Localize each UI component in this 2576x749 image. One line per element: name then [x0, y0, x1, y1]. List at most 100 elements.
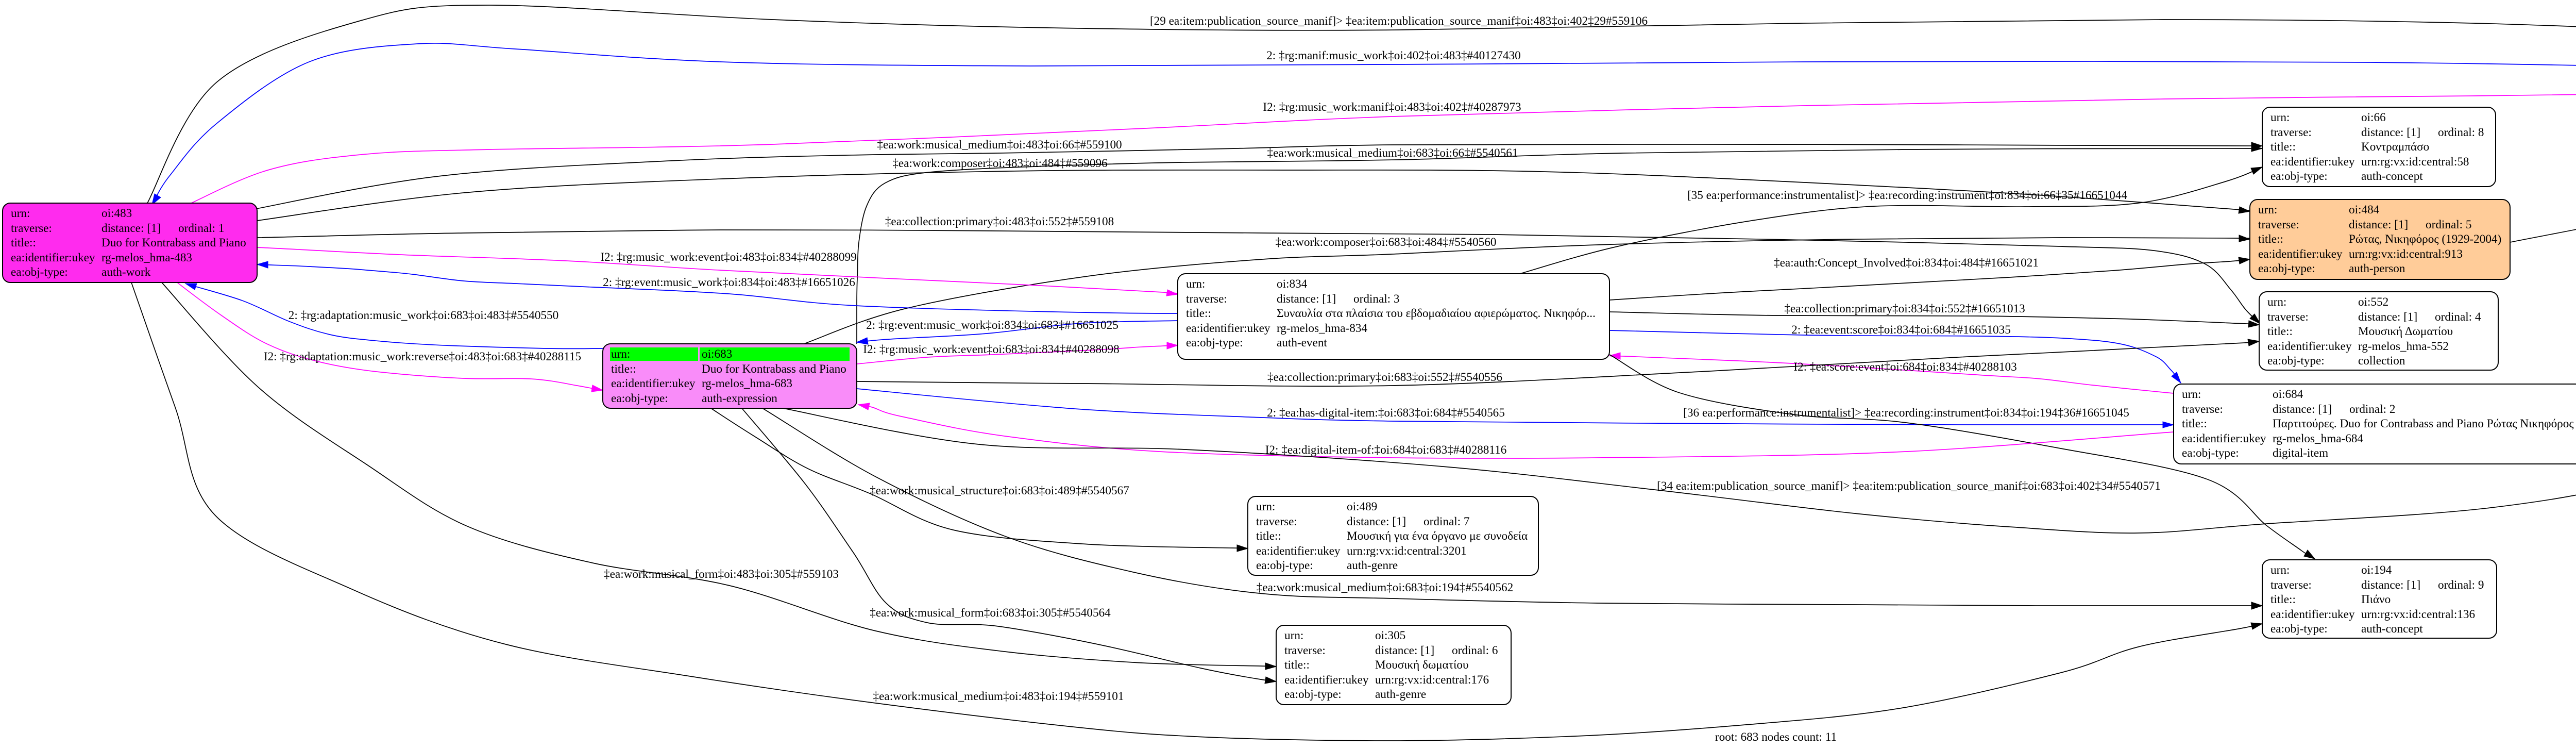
svg-text:2: ‡rg:event:music_work‡oi:834: 2: ‡rg:event:music_work‡oi:834‡oi:483‡#1…	[603, 276, 855, 289]
svg-text:traverse:: traverse:	[2267, 310, 2309, 324]
svg-text:I2: ‡ea:digital-item-of:‡oi:68: I2: ‡ea:digital-item-of:‡oi:684‡oi:683‡#…	[1265, 443, 1507, 457]
svg-text:[36 ea:performance:instrumenta: [36 ea:performance:instrumentalist]> ‡ea…	[1683, 406, 2129, 420]
svg-text:urn:: urn:	[1284, 629, 1303, 642]
svg-text:distance: [1]: distance: [1]	[2361, 578, 2420, 592]
svg-text:ea:identifier:ukey: ea:identifier:ukey	[2182, 432, 2266, 445]
svg-text:‡ea:auth:Concept_Involved‡oi:8: ‡ea:auth:Concept_Involved‡oi:834‡oi:484‡…	[1774, 256, 2039, 270]
svg-text:ea:identifier:ukey: ea:identifier:ukey	[1284, 673, 1369, 687]
svg-text:auth-concept: auth-concept	[2361, 622, 2423, 636]
svg-text:traverse:: traverse:	[1284, 644, 1326, 657]
svg-text:‡ea:work:composer‡oi:483‡oi:48: ‡ea:work:composer‡oi:483‡oi:484‡#559096	[892, 157, 1107, 170]
svg-text:‡ea:work:musical_medium‡oi:683: ‡ea:work:musical_medium‡oi:683‡oi:194‡#5…	[1257, 581, 1513, 594]
svg-text:traverse:: traverse:	[1186, 292, 1227, 306]
svg-text:oi:194: oi:194	[2361, 563, 2392, 577]
svg-text:ea:obj-type:: ea:obj-type:	[611, 392, 668, 405]
svg-text:Παρτιτούρες. Duo for Contrabas: Παρτιτούρες. Duo for Contrabass and Pian…	[2273, 417, 2574, 430]
svg-text:2: ‡rg:adaptation:music_work‡o: 2: ‡rg:adaptation:music_work‡oi:683‡oi:4…	[289, 309, 558, 322]
svg-text:Πιάνο: Πιάνο	[2361, 593, 2391, 606]
svg-text:urn:: urn:	[611, 347, 630, 361]
svg-text:I2: ‡ea:score:event‡oi:684‡oi:: I2: ‡ea:score:event‡oi:684‡oi:834‡#40288…	[1793, 360, 2016, 374]
svg-text:traverse:: traverse:	[2270, 578, 2312, 592]
svg-text:ea:obj-type:: ea:obj-type:	[1284, 688, 1342, 701]
svg-text:Κοντραμπάσο: Κοντραμπάσο	[2361, 140, 2429, 154]
svg-text:distance: [1]: distance: [1]	[2349, 218, 2408, 231]
svg-text:auth-genre: auth-genre	[1375, 688, 1426, 701]
svg-text:urn:: urn:	[1186, 277, 1205, 291]
svg-text:oi:484: oi:484	[2349, 203, 2380, 217]
svg-text:distance: [1]: distance: [1]	[1347, 515, 1406, 528]
svg-text:urn:: urn:	[11, 207, 30, 220]
svg-text:ordinal: 7: ordinal: 7	[1423, 515, 1470, 528]
svg-text:Duo for Kontrabass and Piano: Duo for Kontrabass and Piano	[101, 236, 246, 249]
svg-text:urn:: urn:	[2270, 111, 2290, 124]
svg-text:Μουσική δωματίου: Μουσική δωματίου	[1375, 658, 1468, 672]
svg-text:collection: collection	[2358, 354, 2405, 368]
svg-text:ea:identifier:ukey: ea:identifier:ukey	[1186, 322, 1270, 335]
svg-text:Μουσική Δωματίου: Μουσική Δωματίου	[2358, 325, 2453, 338]
svg-text:ea:obj-type:: ea:obj-type:	[1186, 336, 1243, 349]
svg-text:traverse:: traverse:	[11, 222, 52, 235]
svg-text:auth-work: auth-work	[101, 265, 151, 279]
svg-text:distance: [1]: distance: [1]	[2273, 403, 2332, 416]
svg-text:urn:rg:vx:id:central:176: urn:rg:vx:id:central:176	[1375, 673, 1489, 687]
svg-text:traverse:: traverse:	[2182, 403, 2223, 416]
svg-text:ordinal: 5: ordinal: 5	[2426, 218, 2472, 231]
svg-text:ea:identifier:ukey: ea:identifier:ukey	[2258, 247, 2343, 261]
svg-text:urn:rg:vx:id:central:3201: urn:rg:vx:id:central:3201	[1347, 544, 1467, 558]
svg-text:oi:683: oi:683	[702, 347, 732, 361]
svg-text:auth-event: auth-event	[1277, 336, 1327, 349]
svg-text:title::: title::	[2258, 232, 2283, 246]
svg-text:[29 ea:item:publication_source: [29 ea:item:publication_source_manif]> ‡…	[1150, 14, 1648, 28]
svg-text:ea:obj-type:: ea:obj-type:	[11, 265, 68, 279]
svg-text:title::: title::	[2267, 325, 2293, 338]
svg-text:title::: title::	[1284, 658, 1310, 672]
svg-text:ea:obj-type:: ea:obj-type:	[2270, 622, 2328, 636]
svg-text:‡ea:collection:primary‡oi:683‡: ‡ea:collection:primary‡oi:683‡oi:552‡#55…	[1267, 371, 1502, 384]
svg-text:traverse:: traverse:	[2270, 126, 2312, 139]
svg-text:Ρώτας, Νικηφόρος (1929-2004): Ρώτας, Νικηφόρος (1929-2004)	[2349, 232, 2501, 246]
svg-text:ea:identifier:ukey: ea:identifier:ukey	[11, 251, 95, 264]
svg-text:title::: title::	[611, 362, 636, 376]
svg-text:title::: title::	[1256, 529, 1281, 543]
svg-text:distance: [1]: distance: [1]	[1375, 644, 1434, 657]
svg-text:title::: title::	[11, 236, 36, 249]
svg-text:oi:305: oi:305	[1375, 629, 1405, 642]
svg-text:[34 ea:item:publication_source: [34 ea:item:publication_source_manif]> ‡…	[1657, 479, 2161, 493]
svg-text:ordinal: 1: ordinal: 1	[178, 222, 225, 235]
svg-text:ordinal: 9: ordinal: 9	[2438, 578, 2484, 592]
svg-text:title::: title::	[2270, 593, 2296, 606]
svg-text:auth-expression: auth-expression	[702, 392, 777, 405]
svg-text:title::: title::	[1186, 307, 1211, 320]
svg-text:traverse:: traverse:	[1256, 515, 1297, 528]
svg-text:[35 ea:performance:instrumenta: [35 ea:performance:instrumentalist]> ‡ea…	[1687, 189, 2127, 202]
svg-text:ea:obj-type:: ea:obj-type:	[2267, 354, 2325, 368]
svg-text:title::: title::	[2270, 140, 2296, 154]
svg-text:2: ‡ea:event:score‡oi:834‡oi:6: 2: ‡ea:event:score‡oi:834‡oi:684‡#166510…	[1791, 323, 2011, 337]
svg-text:Duo for Kontrabass and Piano: Duo for Kontrabass and Piano	[702, 362, 846, 376]
svg-text:2: ‡ea:has-digital-item:‡oi:68: 2: ‡ea:has-digital-item:‡oi:683‡oi:684‡#…	[1267, 406, 1505, 420]
svg-text:distance: [1]: distance: [1]	[2358, 310, 2417, 324]
svg-text:ordinal: 2: ordinal: 2	[2349, 403, 2396, 416]
svg-text:ea:identifier:ukey: ea:identifier:ukey	[2267, 340, 2352, 353]
svg-text:rg-melos_hma-834: rg-melos_hma-834	[1277, 322, 1367, 335]
svg-text:ea:obj-type:: ea:obj-type:	[1256, 559, 1313, 572]
svg-text:ordinal: 3: ordinal: 3	[1353, 292, 1400, 306]
svg-text:ea:obj-type:: ea:obj-type:	[2270, 170, 2328, 183]
svg-text:‡ea:work:musical_form‡oi:683‡o: ‡ea:work:musical_form‡oi:683‡oi:305‡#554…	[870, 606, 1111, 620]
svg-text:urn:: urn:	[2258, 203, 2277, 217]
svg-text:urn:: urn:	[2182, 388, 2201, 401]
svg-text:title::: title::	[2182, 417, 2207, 430]
svg-text:ordinal: 8: ordinal: 8	[2438, 126, 2484, 139]
svg-text:auth-concept: auth-concept	[2361, 170, 2423, 183]
svg-text:2: ‡rg:manif:music_work‡oi:402: 2: ‡rg:manif:music_work‡oi:402‡oi:483‡#4…	[1266, 49, 1521, 62]
svg-text:I2: ‡rg:music_work:event‡oi:48: I2: ‡rg:music_work:event‡oi:483‡oi:834‡#…	[600, 251, 856, 264]
svg-text:auth-genre: auth-genre	[1347, 559, 1398, 572]
svg-text:urn:rg:vx:id:central:58: urn:rg:vx:id:central:58	[2361, 155, 2469, 169]
svg-text:urn:rg:vx:id:central:913: urn:rg:vx:id:central:913	[2349, 247, 2463, 261]
svg-text:rg-melos_hma-684: rg-melos_hma-684	[2273, 432, 2363, 445]
svg-text:ea:identifier:ukey: ea:identifier:ukey	[2270, 155, 2355, 169]
svg-text:distance: [1]: distance: [1]	[101, 222, 161, 235]
svg-text:‡ea:work:musical_medium‡oi:483: ‡ea:work:musical_medium‡oi:483‡oi:194‡#5…	[873, 690, 1124, 703]
svg-text:‡ea:work:musical_form‡oi:483‡o: ‡ea:work:musical_form‡oi:483‡oi:305‡#559…	[604, 568, 839, 581]
svg-text:auth-person: auth-person	[2349, 262, 2405, 275]
